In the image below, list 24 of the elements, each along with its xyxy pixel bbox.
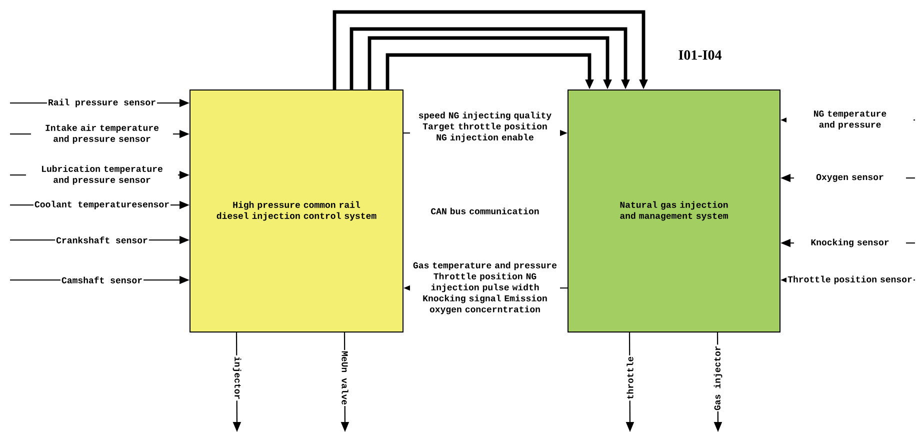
edge-label: Camshaft sensor	[60, 276, 144, 284]
arrow	[350, 27, 630, 90]
system-box: Natural gas injection and management system	[568, 90, 780, 332]
edge-label: Lubrication temperature and pressure sensor	[26, 164, 178, 186]
arrow	[332, 10, 648, 90]
edge-label: Crankshaft sensor	[55, 236, 149, 244]
arrow	[368, 36, 612, 90]
edge-label: Oxygen sensor	[794, 173, 906, 183]
edge-label: MeUn valve	[340, 350, 350, 406]
edge-label: Coolant temperaturesensor	[34, 200, 171, 210]
signal-label: CAN bus communication	[431, 208, 539, 214]
system-box: High pressure common rail diesel injection control system	[190, 90, 404, 332]
arrow	[386, 53, 594, 90]
edge-label: Throttle position sensor	[786, 274, 914, 286]
edge-label: Intake air temperature and pressure sensor	[31, 123, 173, 145]
edge-label: Gas temperature and pressure Throttle position NG injection pulse width Knocking signal Emission oxygen concerntration	[410, 260, 560, 316]
edge-label: speed NG injecting quality Target throttle position NG injection enable	[410, 110, 560, 144]
edge-label: NG temperature and pressure	[786, 110, 914, 130]
edge-label: throttle	[626, 355, 634, 401]
edge-label: Rail pressure sensor	[47, 98, 158, 108]
signal-label: I01-I04	[678, 50, 722, 60]
edge-label: Knocking sensor	[794, 238, 906, 248]
edge-label: injector	[232, 355, 242, 401]
edge-label: Gas injector	[712, 344, 724, 412]
